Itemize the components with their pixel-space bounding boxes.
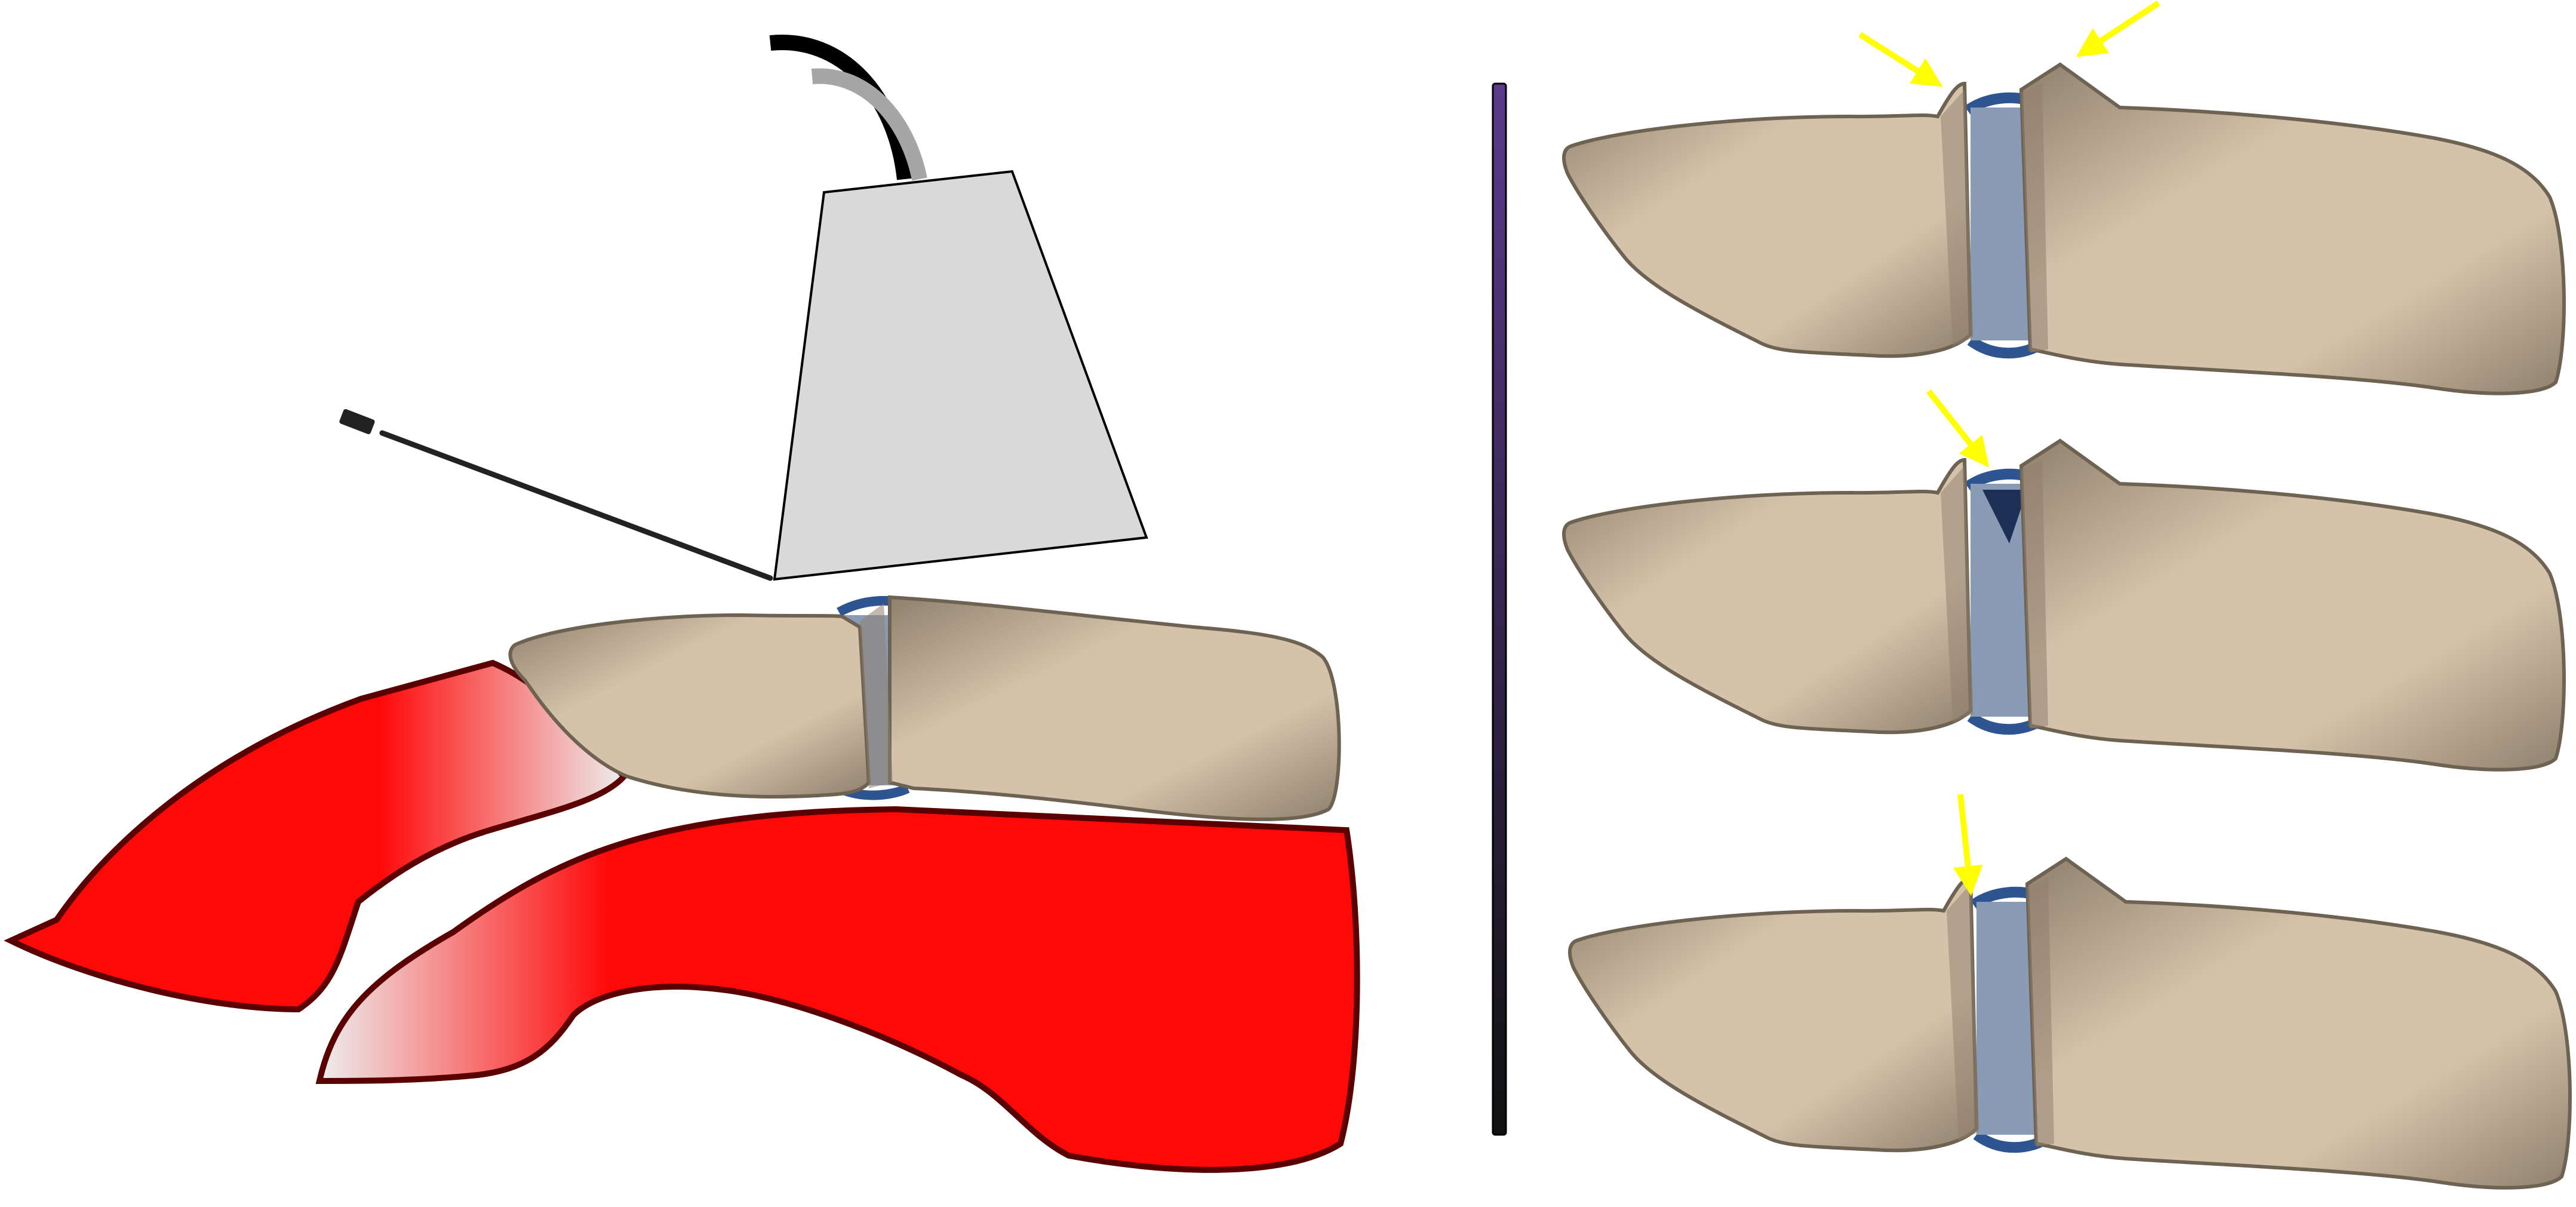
joint-3 <box>1568 856 2572 1190</box>
right-panel <box>1562 0 2572 1190</box>
distal-bone <box>2025 856 2572 1190</box>
proximal-bone <box>1562 81 1973 358</box>
distal-bone <box>2019 62 2566 395</box>
distal-bone <box>888 595 1341 821</box>
probe-cable <box>769 35 927 181</box>
arrow-down-right-icon <box>1858 32 1943 87</box>
finger-joint <box>508 595 1341 821</box>
left-panel <box>4 35 1360 1173</box>
capsule-notch <box>1982 490 2027 543</box>
proximal-bone <box>1568 876 1979 1153</box>
joint-1 <box>1562 62 2566 395</box>
ultrasound-probe-icon <box>773 170 1148 581</box>
joint-2 <box>1562 438 2566 772</box>
arrow-down-right-icon <box>1926 389 1990 468</box>
tendon-lower <box>315 806 1360 1173</box>
needle-icon <box>339 409 773 581</box>
proximal-bone <box>1562 457 1973 735</box>
tendon-upper <box>4 659 628 1013</box>
arrow-down-right-icon <box>2076 0 2160 57</box>
proximal-bone <box>508 613 871 799</box>
arrow-down-right-icon <box>1953 794 1983 896</box>
distal-bone <box>2019 438 2566 772</box>
panel-divider <box>1492 82 1507 1136</box>
